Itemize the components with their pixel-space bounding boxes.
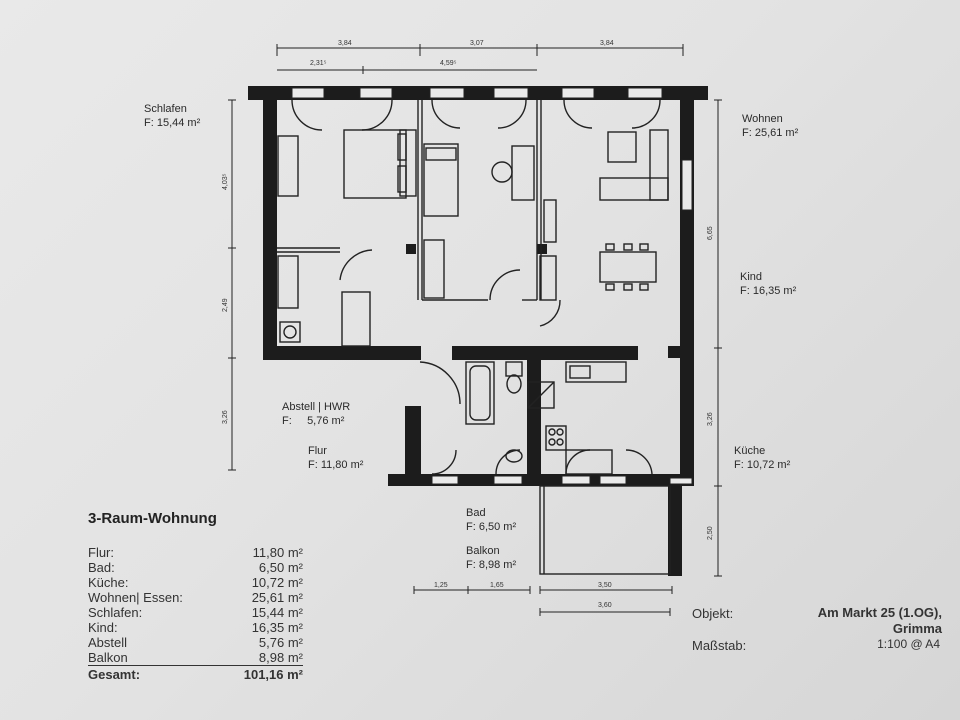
- summary-row: Bad: 6,50 m²: [88, 560, 303, 575]
- dim-right-1: 6,65: [707, 226, 714, 240]
- room-bad-name: Bad: [466, 507, 486, 519]
- dim-top-sub-1: 2,31⁵: [310, 60, 327, 67]
- room-balkon-name: Balkon: [466, 545, 500, 557]
- dim-top-1: 3,84: [338, 40, 352, 47]
- dim-left-1: 4,03⁵: [222, 173, 229, 190]
- summary-row: Kind: 16,35 m²: [88, 620, 303, 635]
- summary-row: Flur: 11,80 m²: [88, 545, 303, 560]
- summary-row: Abstell 5,76 m²: [88, 635, 303, 650]
- summary-row: Wohnen| Essen: 25,61 m²: [88, 590, 303, 605]
- room-kind-name: Kind: [740, 271, 763, 283]
- room-wohnen-name: Wohnen: [742, 113, 783, 125]
- dim-right-3: 2,50: [707, 526, 714, 540]
- summary-row-value: 16,35 m²: [251, 620, 303, 635]
- dim-bottom-2: 1,65: [490, 582, 504, 589]
- area-summary: 3-Raum-Wohnung Flur: 11,80 m² Bad: 6,50 m²…: [88, 510, 303, 682]
- dim-left-3: 3,26: [222, 410, 229, 424]
- room-kueche-area: F: 10,72 m²: [734, 459, 791, 471]
- summary-row-value: 5,76 m²: [258, 635, 303, 650]
- room-kind-area: F: 16,35 m²: [740, 285, 797, 297]
- summary-total-value: 101,16 m²: [243, 667, 303, 682]
- summary-row-label: Küche:: [88, 575, 129, 590]
- dim-top-sub-2: 4,59⁵: [440, 60, 457, 67]
- summary-row: Küche: 10,72 m²: [88, 575, 303, 590]
- summary-row-label: Wohnen| Essen:: [88, 590, 183, 605]
- summary-row-label: Schlafen:: [88, 605, 143, 620]
- room-flur-name: Flur: [308, 445, 327, 457]
- summary-row-value: 25,61 m²: [251, 590, 303, 605]
- room-kind: Kind F: 16,35 m²: [740, 270, 796, 298]
- room-kueche: Küche F: 10,72 m²: [734, 444, 790, 472]
- dim-bottom-4: 3,60: [598, 602, 612, 609]
- dim-top-3: 3,84: [600, 40, 614, 47]
- summary-row-value: 11,80 m²: [252, 545, 303, 560]
- room-schlafen-name: Schlafen: [144, 103, 187, 115]
- summary-row-label: Bad:: [88, 560, 115, 575]
- summary-row-label: Balkon: [88, 650, 128, 665]
- dim-top-2: 3,07: [470, 40, 484, 47]
- room-balkon-area: F: 8,98 m²: [466, 559, 517, 571]
- summary-row-value: 10,72 m²: [251, 575, 303, 590]
- objekt-label: Objekt:: [692, 606, 734, 621]
- room-balkon: Balkon F: 8,98 m²: [466, 544, 516, 572]
- dim-right-2: 3,26: [707, 412, 714, 426]
- objekt-value-line-1: Am Markt 25 (1.OG),: [817, 605, 942, 620]
- summary-row-label: Abstell: [88, 635, 128, 650]
- dim-left-2: 2,49: [222, 298, 229, 312]
- massstab-value: 1:100 @ A4: [877, 637, 940, 651]
- summary-total: Gesamt: 101,16 m²: [88, 665, 303, 682]
- room-abstell-name: Abstell | HWR: [282, 401, 351, 413]
- room-abstell: Abstell | HWR F: 5,76 m²: [282, 400, 350, 428]
- summary-total-label: Gesamt:: [88, 667, 141, 682]
- summary-row-label: Flur:: [88, 545, 114, 560]
- room-abstell-area-prefix: F:: [282, 415, 292, 427]
- room-schlafen-area: F: 15,44 m²: [144, 117, 201, 129]
- room-abstell-area: 5,76 m²: [307, 415, 345, 427]
- dim-bottom-3: 3,50: [598, 582, 612, 589]
- summary-row-value: 6,50 m²: [258, 560, 303, 575]
- room-wohnen: Wohnen F: 25,61 m²: [742, 112, 798, 140]
- dim-bottom-1: 1,25: [434, 582, 448, 589]
- room-kueche-name: Küche: [734, 445, 766, 457]
- summary-title: 3-Raum-Wohnung: [88, 510, 217, 527]
- massstab-label: Maßstab:: [692, 638, 747, 653]
- room-flur: Flur F: 11,80 m²: [308, 444, 363, 472]
- summary-row-label: Kind:: [88, 620, 118, 635]
- objekt-value-line-2: Grimma: [892, 621, 942, 636]
- room-bad-area: F: 6,50 m²: [466, 521, 517, 533]
- summary-row-value: 15,44 m²: [251, 605, 303, 620]
- summary-row-value: 8,98 m²: [258, 650, 303, 665]
- objekt-value: Am Markt 25 (1.OG), Grimma: [818, 605, 942, 637]
- room-bad: Bad F: 6,50 m²: [466, 506, 516, 534]
- summary-row: Balkon 8,98 m²: [88, 650, 303, 665]
- room-schlafen: Schlafen F: 15,44 m²: [144, 102, 200, 130]
- room-flur-area: F: 11,80 m²: [308, 459, 364, 471]
- room-wohnen-area: F: 25,61 m²: [742, 127, 799, 139]
- summary-row: Schlafen: 15,44 m²: [88, 605, 303, 620]
